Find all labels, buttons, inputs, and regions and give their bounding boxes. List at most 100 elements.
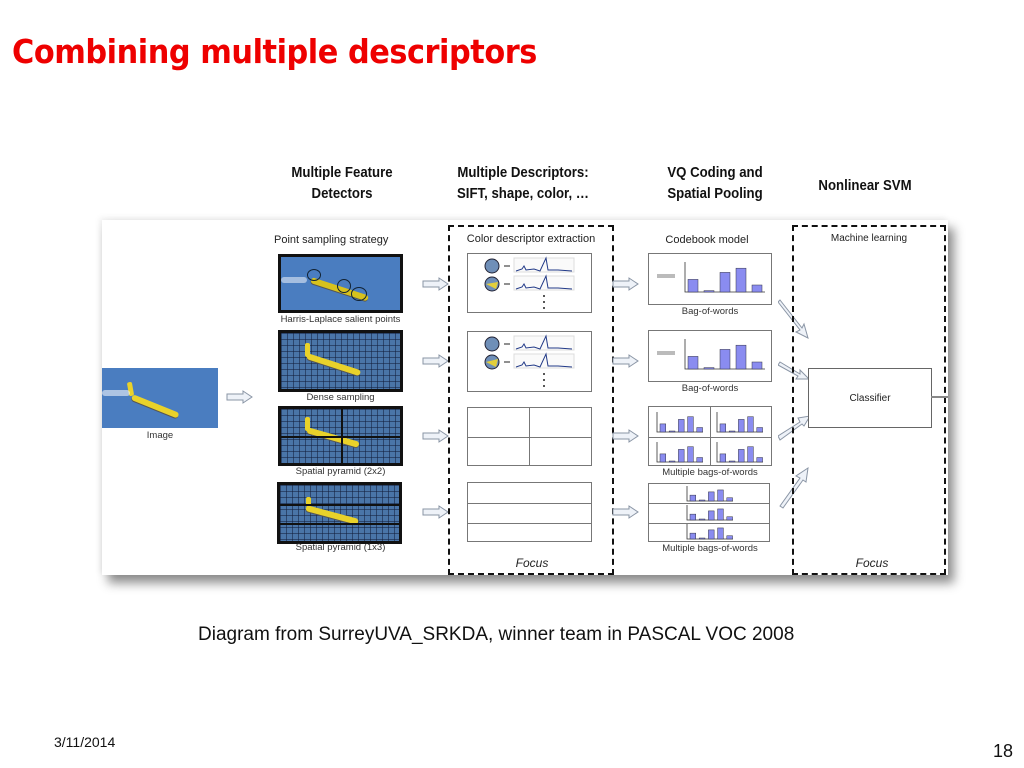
arrow-icon: [422, 354, 449, 368]
color-histogram-icon: [484, 256, 575, 309]
sampling-label: Harris-Laplace salient points: [280, 314, 401, 325]
histogram: [657, 339, 765, 370]
stage-label-feature-detectors: Multiple Feature Detectors: [280, 162, 403, 204]
bag-of-words-histogram: [657, 339, 765, 370]
slide-date: 3/11/2014: [54, 734, 116, 750]
histogram-bar: [735, 344, 747, 370]
arrow-icon: [422, 277, 449, 291]
histogram-bar: [747, 416, 754, 433]
histogram: [686, 524, 733, 540]
histogram-bar: [751, 361, 763, 370]
stage-label-line: Multiple Descriptors:: [457, 164, 589, 181]
spatial-pyramid-2x2-image: [278, 406, 403, 466]
stage-label-svm: Nonlinear SVM: [803, 175, 926, 196]
histogram-bar: [726, 535, 733, 540]
ml-focus-label: Focus: [855, 556, 889, 570]
histogram-bar: [738, 419, 745, 433]
stage-label-vq-coding: VQ Coding and Spatial Pooling: [649, 162, 781, 204]
histogram-bar: [668, 430, 676, 433]
histogram-bar: [703, 290, 715, 293]
histogram-bar: [689, 494, 696, 502]
sampling-label: Spatial pyramid (1x3): [295, 542, 386, 553]
histogram-bar: [708, 529, 715, 540]
sampling-label: Dense sampling: [306, 392, 375, 403]
input-image-label: Image: [146, 430, 174, 441]
codebook-header: Codebook model: [665, 234, 749, 246]
spatial-pyramid-1x3-image: [277, 482, 402, 544]
pipeline-diagram: Image Point sampling strategy Harris-Lap…: [102, 220, 948, 575]
mini-histograms: [686, 486, 733, 540]
histogram-bar: [717, 508, 724, 521]
histogram-bar: [678, 419, 685, 433]
histogram-bar: [696, 427, 703, 433]
classifier-box: Classifier: [808, 368, 932, 428]
histogram-bar: [659, 423, 666, 433]
histogram: [656, 412, 703, 433]
histogram: [686, 486, 733, 502]
descriptor-extraction-header: Color descriptor extraction: [466, 233, 596, 245]
descriptor-panel-1x3: [467, 482, 592, 542]
histogram-bar: [726, 516, 733, 521]
histogram-bar: [659, 453, 666, 463]
histogram-bar: [719, 349, 731, 370]
multiple-bags-panel-1x3: [648, 483, 770, 542]
histogram-bar: [717, 489, 724, 502]
histogram-bar: [687, 446, 694, 463]
histogram-bar: [687, 279, 699, 293]
axis-label: [657, 274, 675, 278]
histogram-bar: [703, 367, 715, 370]
stage-label-line: Spatial Pooling: [667, 185, 763, 202]
histogram-bar: [708, 491, 715, 502]
stage-label-line: VQ Coding and: [667, 164, 763, 181]
arrow-icon: [612, 277, 639, 291]
sampling-label: Spatial pyramid (2x2): [295, 466, 386, 477]
codebook-label: Multiple bags-of-words: [662, 543, 758, 554]
arrow-icon: [612, 354, 639, 368]
histogram: [716, 442, 763, 463]
histogram-bar: [738, 449, 745, 463]
histogram-bar: [719, 272, 731, 293]
machine-learning-focus-box: [792, 225, 946, 575]
histogram-bar: [756, 427, 763, 433]
dense-sampling-image: [278, 330, 403, 392]
arrow-icon: [422, 505, 449, 519]
histogram-bar: [678, 449, 685, 463]
histogram-bar: [687, 416, 694, 433]
machine-learning-header: Machine learning: [830, 233, 908, 244]
histogram-bar: [719, 423, 726, 433]
arrow-icon: [422, 429, 449, 443]
arrows-to-classifier: [778, 415, 811, 509]
stage-label-line: Detectors: [311, 185, 373, 202]
stage-label-line: Nonlinear SVM: [818, 177, 912, 194]
axis-label: [657, 351, 675, 355]
histogram-bar: [751, 284, 763, 293]
bag-of-words-histogram: [657, 262, 765, 293]
histogram-bar: [726, 497, 733, 502]
histogram: [656, 442, 703, 463]
histogram: [686, 505, 733, 521]
histogram-bar: [756, 457, 763, 463]
histogram-bar: [689, 532, 696, 540]
descriptor-extraction-focus-box: [448, 225, 614, 575]
bag-of-words-panel: [648, 330, 772, 382]
codebook-label: Multiple bags-of-words: [662, 467, 758, 478]
histogram-bar: [698, 518, 706, 521]
histogram: [716, 412, 763, 433]
codebook-label: Bag-of-words: [681, 306, 739, 317]
input-image: [102, 368, 218, 428]
point-sampling-header: Point sampling strategy: [274, 234, 389, 246]
histogram-bar: [728, 460, 736, 463]
classifier-output-line: [931, 396, 948, 398]
stage-label-line: SIFT, shape, color, …: [456, 185, 590, 202]
histogram-bar: [747, 446, 754, 463]
histogram-bar: [719, 453, 726, 463]
bag-of-words-panel: [648, 253, 772, 305]
descriptor-panel: [467, 253, 592, 313]
histogram: [657, 262, 765, 293]
descriptor-focus-label: Focus: [515, 556, 549, 570]
mini-histograms: [656, 412, 763, 463]
arrow-icon: [226, 390, 253, 404]
histogram-bar: [717, 527, 724, 540]
multiple-bags-panel-2x2: [648, 406, 772, 466]
harris-laplace-image: [278, 254, 403, 313]
